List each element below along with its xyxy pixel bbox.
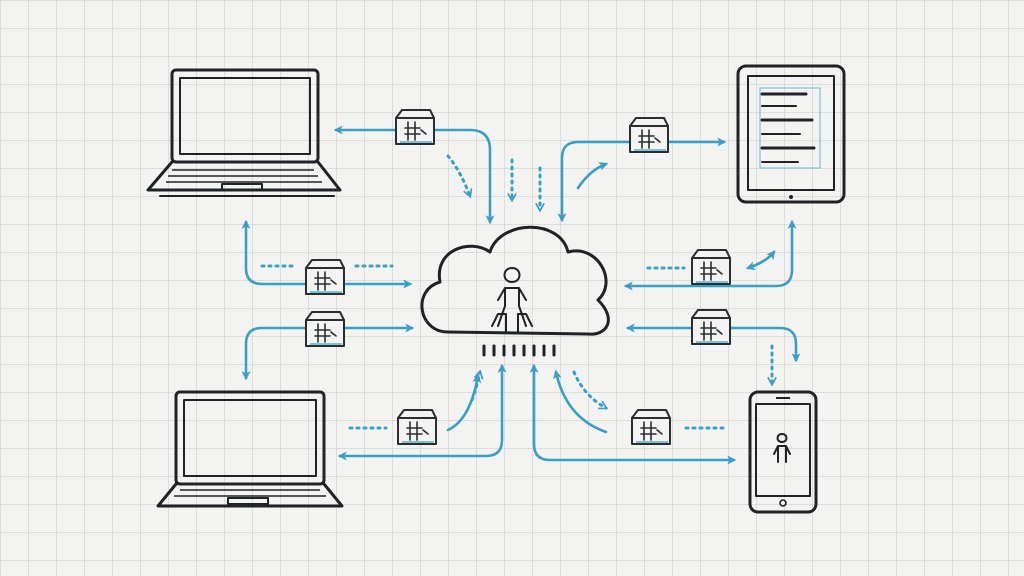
laptop-icon: [146, 68, 342, 197]
dotted-flow-arrows: [260, 154, 772, 430]
tablet-top-right: [736, 64, 846, 204]
package-icon: [395, 109, 435, 145]
tablet-icon: [736, 64, 846, 204]
laptop-icon: [156, 390, 344, 508]
arrow-tablet-to-cloud: [623, 219, 797, 291]
cloud-node: [420, 225, 610, 357]
phone-bottom-right: [748, 390, 818, 514]
arrow-cloud-to-phone: [529, 363, 737, 465]
cloud-server-icon: [420, 225, 610, 336]
arrow-laptop-bottom-left-to-cloud: [241, 323, 415, 381]
laptop-top-left: [146, 68, 342, 197]
arrow-phone-to-cloud: [625, 323, 801, 363]
arrow-cloud-to-laptop-top-left: [333, 125, 495, 225]
package-icon: [691, 309, 731, 345]
connection-arrows: [241, 125, 801, 465]
dotted-arrow-bottom-inner-right: [572, 370, 606, 410]
cloud-person-icon: [491, 267, 533, 333]
arrow-inner-bottom-right: [553, 369, 608, 434]
dotted-arrow-bottom-inner: [470, 372, 480, 402]
arrow-cloud-to-tablet: [557, 137, 727, 223]
package-icon: [305, 311, 345, 347]
dotted-arrow-top-left: [446, 154, 470, 196]
arrow-laptop-top-left-to-cloud: [241, 219, 413, 289]
arrow-small-right-tablet: [745, 250, 776, 271]
arrow-inner-bottom-left: [446, 373, 482, 432]
smartphone-icon: [748, 390, 818, 514]
package-icon: [691, 249, 731, 285]
package-icon: [305, 259, 345, 295]
cloud-server-rack: [482, 344, 556, 357]
phone-person-icon: [773, 433, 791, 463]
package-icon: [629, 117, 669, 153]
package-icon: [397, 409, 437, 445]
laptop-bottom-left: [156, 390, 344, 508]
arrow-cloud-to-laptop-bottom-left: [337, 363, 507, 461]
arrow-inner-top-right: [576, 162, 609, 190]
package-icon: [631, 409, 671, 445]
data-packages: [305, 109, 731, 445]
